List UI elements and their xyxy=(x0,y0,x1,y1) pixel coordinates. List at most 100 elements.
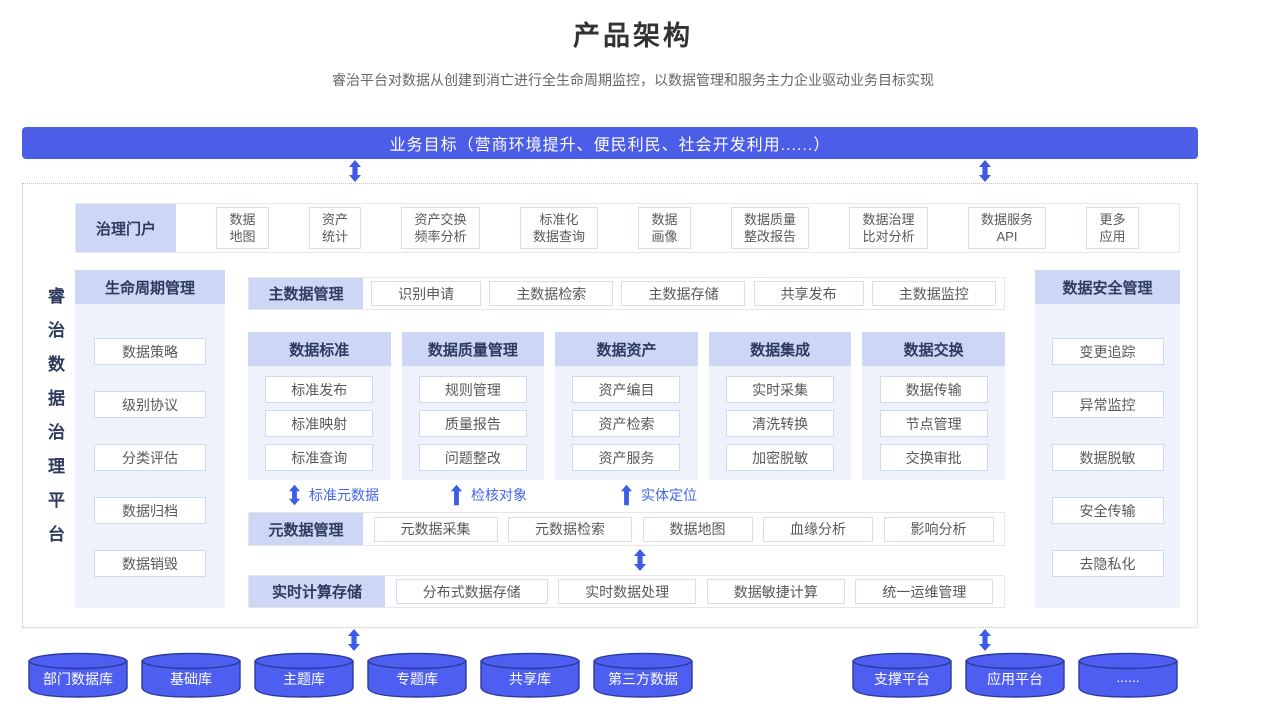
metadata-items: 元数据采集元数据检索数据地图血缘分析影响分析 xyxy=(363,513,1004,545)
metadata-box: 元数据采集 xyxy=(373,516,498,542)
module-box: 资产检索 xyxy=(572,410,681,437)
cylinder-icon xyxy=(593,652,693,698)
realtime-storage-box: 数据敏捷计算 xyxy=(706,579,845,604)
cylinder-icon xyxy=(965,652,1065,698)
portal-row-header: 治理门户 xyxy=(76,204,176,252)
double-arrow-icon xyxy=(348,629,360,651)
cylinder-icon xyxy=(28,652,128,698)
portal-box: 标准化 数据查询 xyxy=(519,207,598,249)
double-arrow-icon xyxy=(979,629,991,651)
realtime-storage-box: 实时数据处理 xyxy=(558,579,697,604)
master-data-box: 主数据存储 xyxy=(621,281,746,306)
master-data-box: 识别申请 xyxy=(371,281,482,306)
platform-cylinder: ...... xyxy=(1078,652,1178,698)
security-box: 去隐私化 xyxy=(1051,550,1164,577)
flow-label-standard-metadata: 标准元数据 xyxy=(288,484,379,506)
platform-cylinder-label: ...... xyxy=(1116,669,1140,685)
metadata-box: 元数据检索 xyxy=(508,516,632,542)
double-arrow-icon xyxy=(288,484,301,506)
module-box: 实时采集 xyxy=(726,376,835,403)
platform-cylinder: 应用平台 xyxy=(965,652,1065,698)
security-box: 变更追踪 xyxy=(1051,338,1164,365)
module-box: 标准发布 xyxy=(265,376,374,403)
module-column-header: 数据交换 xyxy=(862,332,1005,366)
security-column-header: 数据安全管理 xyxy=(1035,270,1180,304)
platform-cylinder-label: 支撑平台 xyxy=(874,671,930,687)
business-goal-banner: 业务目标（营商环境提升、便民利民、社会开发利用......） xyxy=(22,127,1198,159)
portal-box: 数据质量 整改报告 xyxy=(730,207,809,249)
module-box: 资产服务 xyxy=(572,444,681,471)
module-column-header: 数据质量管理 xyxy=(401,332,545,366)
platform-name-vertical: 睿治数据治理平台 xyxy=(45,287,64,559)
module-columns: 数据标准 标准发布标准映射标准查询 数据质量管理 规则管理质量报告问题整改 数据… xyxy=(248,332,1005,480)
portal-row: 治理门户 数据 地图资产 统计资产交换 频率分析标准化 数据查询数据 画像数据质… xyxy=(75,203,1180,253)
portal-items: 数据 地图资产 统计资产交换 频率分析标准化 数据查询数据 画像数据质量 整改报… xyxy=(176,204,1179,252)
master-data-box: 共享发布 xyxy=(753,281,864,306)
cylinder-icon xyxy=(480,652,580,698)
cylinder-icon xyxy=(254,652,354,698)
cylinder-icon xyxy=(367,652,467,698)
lifecycle-column-header: 生命周期管理 xyxy=(75,270,225,304)
security-box: 安全传输 xyxy=(1051,497,1164,524)
security-box: 异常监控 xyxy=(1051,391,1164,418)
database-cylinder-label: 共享库 xyxy=(509,671,551,687)
flow-label-text: 检核对象 xyxy=(471,487,527,503)
metadata-row-header: 元数据管理 xyxy=(249,513,363,545)
portal-box: 数据 画像 xyxy=(638,207,691,249)
double-arrow-icon xyxy=(979,160,991,182)
flow-label-text: 标准元数据 xyxy=(309,487,379,503)
module-box: 数据传输 xyxy=(879,376,988,403)
platform-frame xyxy=(22,183,1198,628)
lifecycle-box: 级别协议 xyxy=(94,391,206,418)
database-cylinder-label: 基础库 xyxy=(170,671,212,687)
database-cylinder: 主题库 xyxy=(254,652,354,698)
realtime-storage-row: 实时计算存储 分布式数据存储实时数据处理数据敏捷计算统一运维管理 xyxy=(248,575,1005,608)
portal-box: 资产 统计 xyxy=(308,207,361,249)
database-cylinder-label: 第三方数据 xyxy=(608,671,678,687)
lifecycle-box: 数据策略 xyxy=(94,338,206,365)
double-arrow-icon xyxy=(634,549,646,571)
master-data-items: 识别申请主数据检索主数据存储共享发布主数据监控 xyxy=(363,278,1004,309)
module-box: 加密脱敏 xyxy=(726,444,835,471)
double-arrow-icon xyxy=(349,160,361,182)
module-box: 质量报告 xyxy=(418,410,527,437)
metadata-box: 数据地图 xyxy=(642,516,753,542)
lifecycle-column: 生命周期管理 数据策略级别协议分类评估数据归档数据销毁 xyxy=(75,270,225,608)
security-box: 数据脱敏 xyxy=(1051,444,1164,471)
realtime-storage-box: 统一运维管理 xyxy=(855,579,994,604)
module-column-data-asset: 数据资产 资产编目资产检索资产服务 xyxy=(555,332,698,480)
flow-label-text: 实体定位 xyxy=(641,487,697,503)
cylinder-icon xyxy=(852,652,952,698)
database-cylinders: 部门数据库 基础库 主题库 xyxy=(28,652,693,698)
metadata-row: 元数据管理 元数据采集元数据检索数据地图血缘分析影响分析 xyxy=(248,512,1005,546)
module-box: 问题整改 xyxy=(418,444,527,471)
metadata-box: 影响分析 xyxy=(883,516,994,542)
database-cylinder: 部门数据库 xyxy=(28,652,128,698)
flow-label-entity-location: 实体定位 xyxy=(620,484,697,506)
up-arrow-icon xyxy=(450,484,463,506)
portal-box: 数据 地图 xyxy=(216,207,269,249)
database-cylinder: 基础库 xyxy=(141,652,241,698)
database-cylinder: 共享库 xyxy=(480,652,580,698)
master-data-box: 主数据检索 xyxy=(489,281,614,306)
platform-cylinders: 支撑平台 应用平台 ...... xyxy=(852,652,1178,698)
module-box: 节点管理 xyxy=(879,410,988,437)
module-box: 标准查询 xyxy=(265,444,374,471)
master-data-row: 主数据管理 识别申请主数据检索主数据存储共享发布主数据监控 xyxy=(248,277,1005,310)
module-column-data-integration: 数据集成 实时采集清洗转换加密脱敏 xyxy=(708,332,852,480)
database-cylinder-label: 部门数据库 xyxy=(43,671,113,687)
realtime-storage-row-header: 实时计算存储 xyxy=(249,576,385,607)
module-box: 资产编目 xyxy=(572,376,681,403)
realtime-storage-box: 分布式数据存储 xyxy=(395,579,548,604)
module-column-header: 数据资产 xyxy=(555,332,698,366)
security-column: 数据安全管理 变更追踪异常监控数据脱敏安全传输去隐私化 xyxy=(1035,270,1180,608)
cylinder-icon xyxy=(141,652,241,698)
platform-cylinder-label: 应用平台 xyxy=(987,671,1043,687)
page-subtitle: 睿治平台对数据从创建到消亡进行全生命周期监控，以数据管理和服务主力企业驱动业务目… xyxy=(332,72,934,88)
portal-box: 资产交换 频率分析 xyxy=(401,207,480,249)
module-column-data-quality: 数据质量管理 规则管理质量报告问题整改 xyxy=(401,332,545,480)
cylinder-icon xyxy=(1078,652,1178,698)
module-box: 标准映射 xyxy=(265,410,374,437)
master-data-row-header: 主数据管理 xyxy=(249,278,363,309)
